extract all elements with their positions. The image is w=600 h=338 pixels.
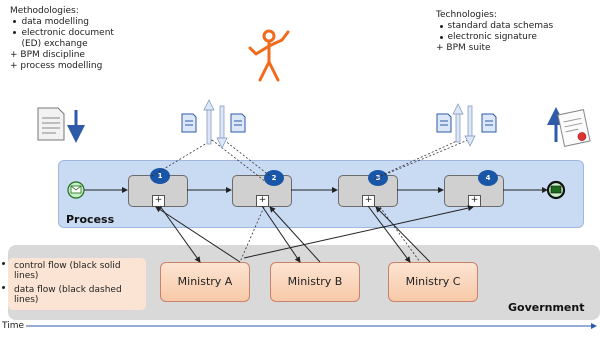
document-icon xyxy=(37,107,65,141)
subprocess-marker: + xyxy=(256,195,269,207)
data-down-arrow xyxy=(467,105,473,139)
data-flow-lines xyxy=(151,139,469,263)
bullet xyxy=(2,286,5,289)
document-icon xyxy=(481,113,497,133)
technology-item: standard data schemas xyxy=(436,21,554,31)
technologies-heading: Technologies: xyxy=(436,10,497,20)
data-up-arrow xyxy=(206,107,212,145)
data-up-arrow xyxy=(455,111,461,143)
process-label: Process xyxy=(66,213,115,226)
methodology-item: electronic document xyxy=(10,28,114,38)
legend-box: control flow (black solid lines) data fl… xyxy=(8,258,146,310)
step-number-2: 2 xyxy=(264,170,284,186)
methodology-item: (ED) exchange xyxy=(10,39,88,49)
bullet xyxy=(440,36,443,39)
control-flow-lines xyxy=(84,187,548,263)
legend-control-flow: control flow (black solid lines) xyxy=(14,261,121,281)
time-label: Time xyxy=(2,321,25,331)
bullet xyxy=(440,25,443,28)
document-icon xyxy=(230,113,246,133)
bullet xyxy=(13,31,16,34)
document-icon xyxy=(181,113,197,133)
step-number-1: 1 xyxy=(150,168,170,184)
bullet xyxy=(2,262,5,265)
technology-item: electronic signature xyxy=(436,32,537,42)
ministry-a: Ministry A xyxy=(160,262,250,302)
document-icon xyxy=(436,113,452,133)
government-label: Government xyxy=(508,301,585,314)
methodologies-heading: Methodologies: xyxy=(10,6,79,16)
subprocess-marker: + xyxy=(468,195,481,207)
data-down-arrow xyxy=(219,105,225,141)
bullet xyxy=(13,20,16,23)
ministry-b: Ministry B xyxy=(270,262,360,302)
process-task-4: + xyxy=(444,175,504,207)
step-number-4: 4 xyxy=(478,170,498,186)
technology-item: + BPM suite xyxy=(436,43,491,53)
certificate-icon xyxy=(557,109,591,147)
step-number-3: 3 xyxy=(368,170,388,186)
ministry-c: Ministry C xyxy=(388,262,478,302)
person-icon xyxy=(248,29,290,82)
methodology-item: + process modelling xyxy=(10,61,103,71)
methodology-item: + BPM discipline xyxy=(10,50,85,60)
legend-data-flow: data flow (black dashed lines) xyxy=(14,285,122,305)
methodology-item: data modelling xyxy=(10,17,90,27)
